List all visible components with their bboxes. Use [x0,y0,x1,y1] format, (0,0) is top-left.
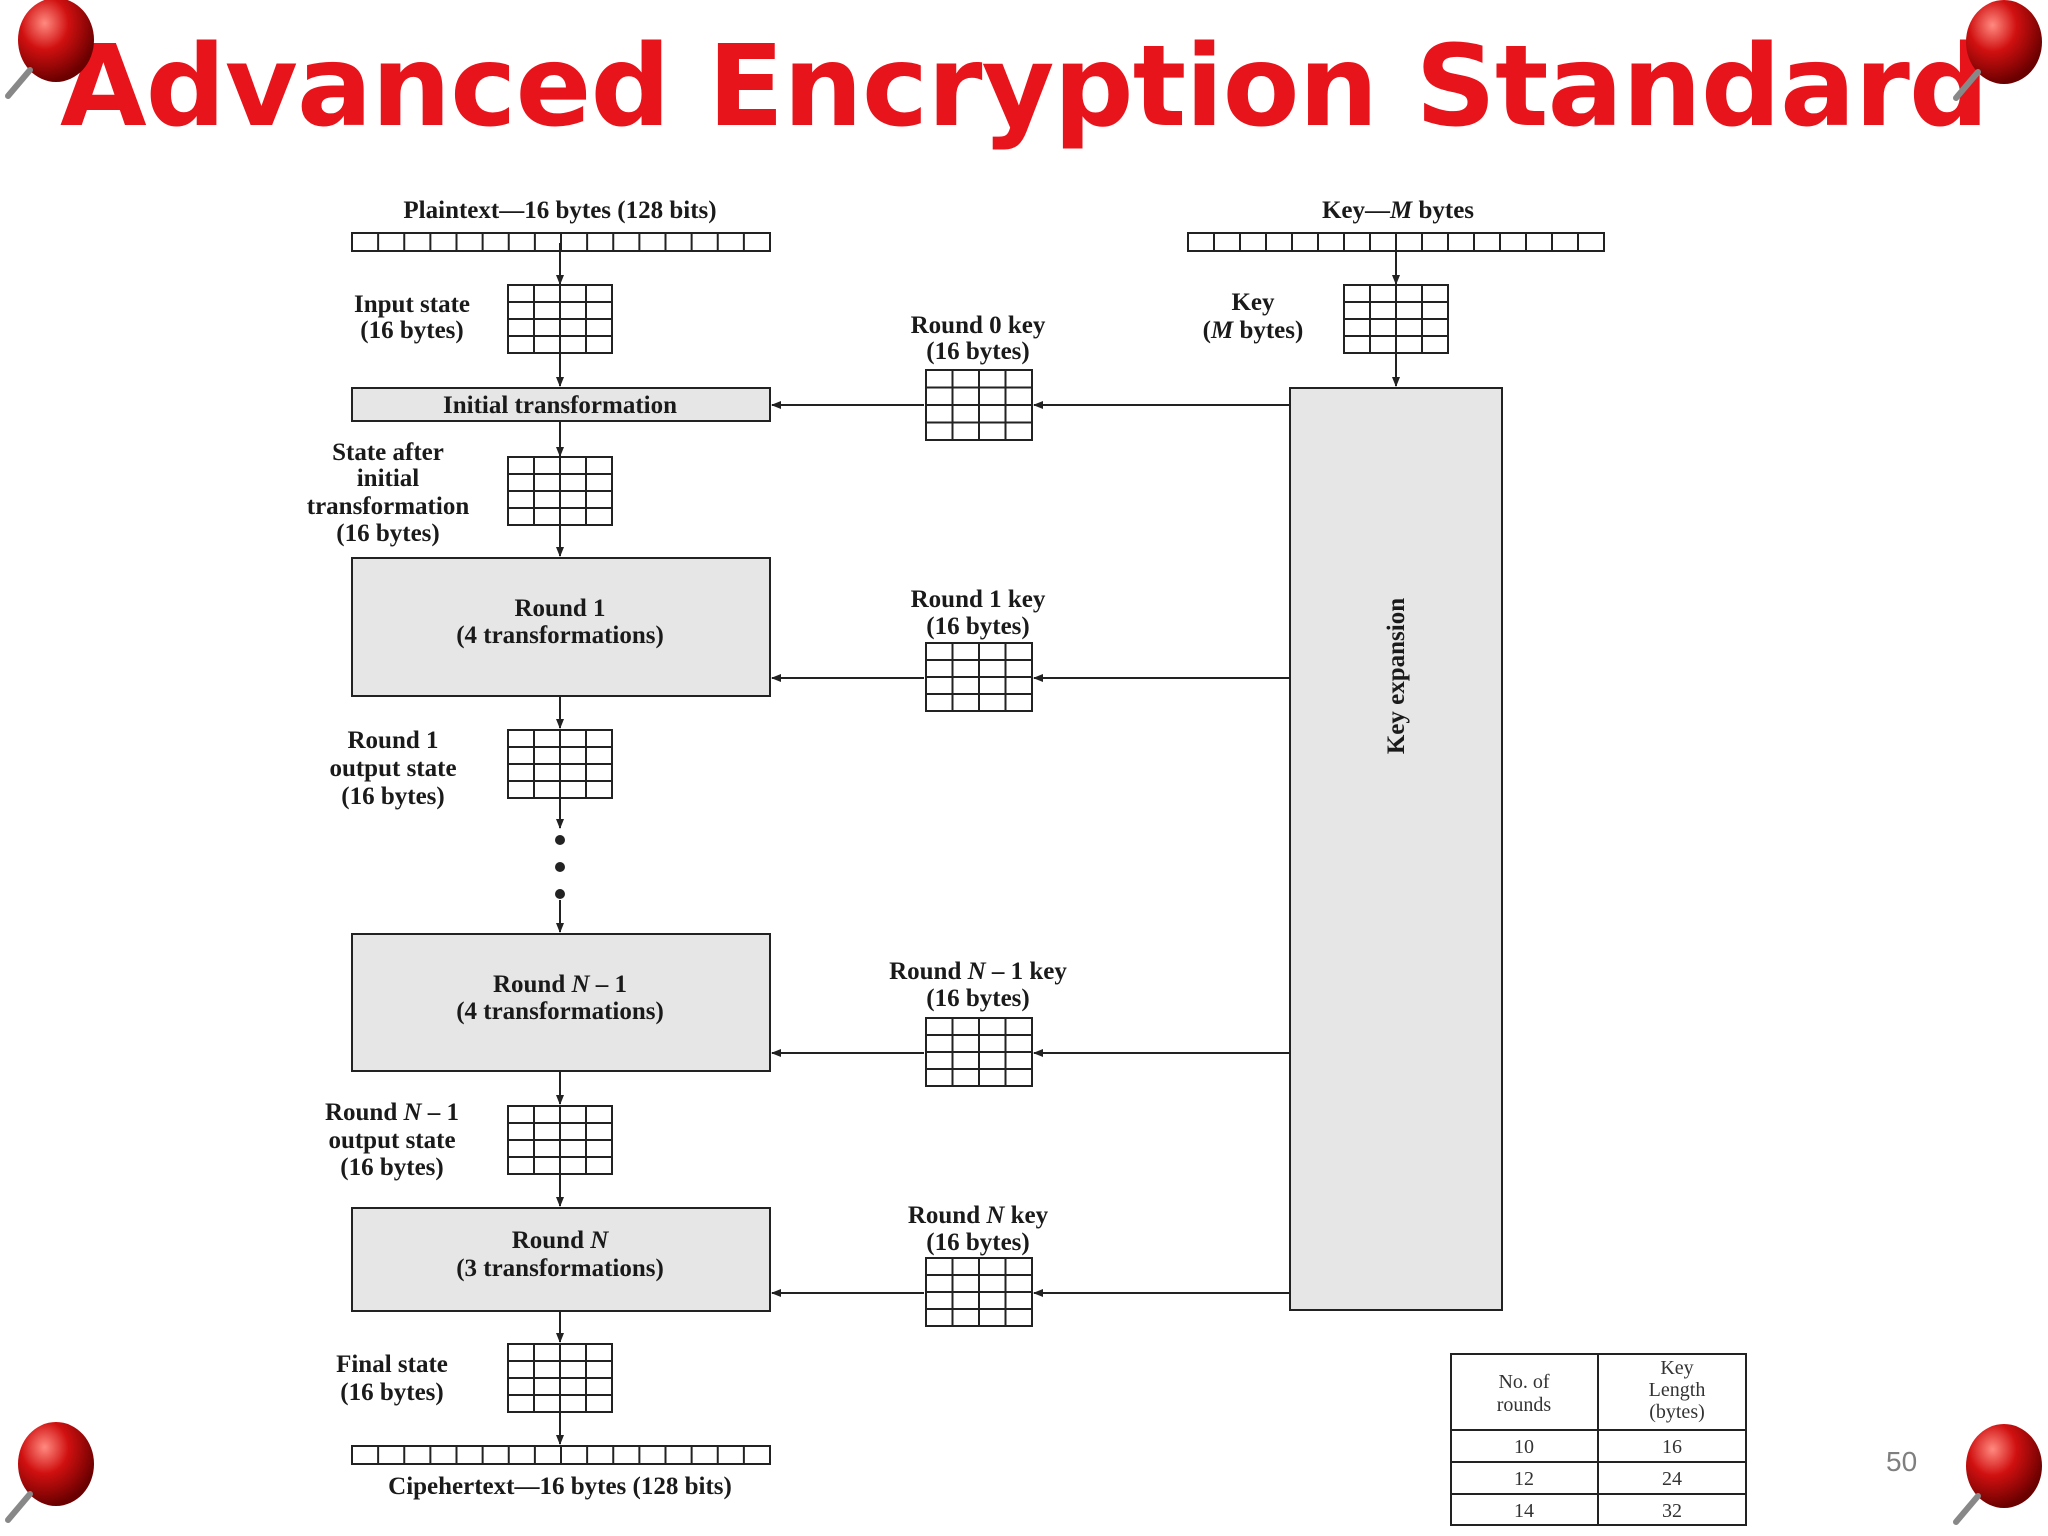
round-n-box [351,1207,771,1312]
final-state-grid [507,1343,613,1413]
input-state-grid [507,284,613,354]
table-cell: 24 [1662,1468,1682,1490]
round-n-minus-1-label: Round N – 1(4 transformations) [456,971,664,1025]
pushpin-icon-top-left [5,0,94,99]
round-n-key-grid [925,1257,1033,1327]
round-1-key-label: Round 1 key(16 bytes) [911,586,1046,640]
initial-transformation-box [351,387,771,422]
round-n-minus-1-key-label: Round N – 1 key(16 bytes) [889,958,1067,1012]
round-0-key-label: Round 0 key(16 bytes) [911,312,1046,365]
pushpin-icon-top-right [1953,0,2042,101]
key-state-label: Key(M bytes) [1203,289,1304,344]
initial-transformation-label: Initial transformation [443,392,677,419]
state-after-initial-grid [507,456,613,526]
key-expansion-label: Key expansion [1383,598,1410,754]
key-label: Key—M bytes [1322,197,1474,224]
slide-title: Advanced Encryption Standard [59,22,1989,152]
ciphertext-byte-strip [351,1445,771,1465]
round-n-minus-1-box [351,933,771,1072]
ellipsis-dot [555,862,565,872]
pushpin-icon-bottom-left [5,1422,94,1523]
round-1-box [351,557,771,697]
ellipsis-dot [555,835,565,845]
round-1-output-grid [507,729,613,799]
table-cell: 10 [1514,1436,1534,1458]
table-cell: 12 [1514,1468,1534,1490]
final-state-label: Final state(16 bytes) [336,1351,448,1406]
key-expansion-box [1289,387,1503,1311]
round-n-key-label: Round N key(16 bytes) [908,1202,1049,1256]
input-state-label: Input state(16 bytes) [354,291,470,344]
round-n-minus-1-output-grid [507,1105,613,1175]
round-n-label: Round N(3 transformations) [456,1227,664,1282]
round-0-key-grid [925,369,1033,441]
round-n-minus-1-key-grid [925,1017,1033,1087]
key-grid [1343,284,1449,354]
table-cell: 14 [1514,1500,1534,1522]
plaintext-label: Plaintext—16 bytes (128 bits) [403,197,716,224]
ciphertext-label: Cipehertext—16 bytes (128 bits) [388,1473,732,1500]
page-number: 50 [1886,1446,1918,1477]
table-cell: 32 [1662,1500,1682,1522]
table-cell: 16 [1662,1436,1682,1458]
round-1-key-grid [925,642,1033,712]
pushpin-icon-bottom-right [1953,1424,2042,1525]
ellipsis-dot [555,889,565,899]
round-1-label: Round 1(4 transformations) [456,595,664,649]
